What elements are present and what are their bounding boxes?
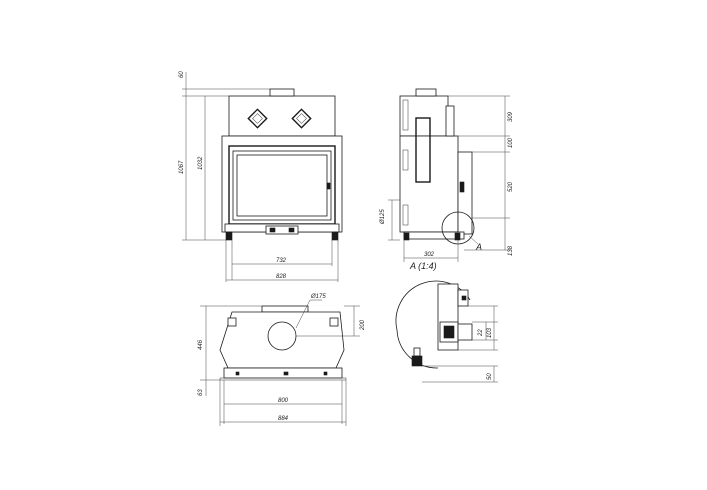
front-view: 60 1067 1032 732 828 [179,71,343,282]
side-dim-diameter: Ø125 [380,209,386,225]
side-dim-top-block: 309 [508,111,514,122]
front-hood [228,95,336,137]
detail-dim-floor: 50 [487,373,493,380]
front-foot-right [331,231,339,241]
side-dim-bottom: 138 [508,245,514,256]
detail-foot [411,355,423,367]
front-air-slider [265,225,299,235]
plan-view: Ø175 200 446 63 800 884 [198,294,366,426]
side-body [399,135,459,233]
front-body [221,135,343,233]
front-dim-door-height: 1032 [198,156,204,170]
side-dim-mid: 520 [508,181,514,192]
plan-dim-outer-width: 884 [278,416,289,422]
side-detail-marker: A [475,242,482,252]
front-door [232,150,332,221]
front-air-vent-left-icon [247,108,268,129]
plan-dim-depth: 446 [198,339,204,350]
plan-dim-duct: Ø175 [310,294,326,300]
side-dim-depth: 302 [424,252,435,258]
detail-view: 22 103 50 [395,280,498,383]
front-dimensions [182,72,339,282]
side-detail-label: A (1:4) [409,261,437,271]
front-dim-inner-width: 732 [276,258,287,264]
front-air-vent-right-icon [291,108,312,129]
plan-dim-offset: 200 [360,319,366,331]
detail-dim-small: 22 [478,329,484,337]
front-flue-collar [269,88,295,97]
side-dim-gap: 100 [508,137,514,148]
door-latch [326,182,331,190]
detail-dim-height: 103 [487,327,493,338]
front-dim-overall-height: 1067 [179,160,185,174]
side-door-profile [457,151,473,235]
front-foot-left [225,231,233,241]
detail-dimensions [422,305,498,383]
side-view: A 309 100 520 138 Ø125 302 A (1:4) [380,88,514,271]
plan-dimensions [200,299,360,426]
side-dimensions [388,95,510,262]
side-flue [415,88,437,97]
side-window [415,117,431,183]
front-dim-outer-width: 828 [276,274,287,280]
plan-dim-front: 63 [198,389,204,396]
front-dim-top: 60 [179,71,185,78]
plan-dim-inner-width: 800 [278,398,289,404]
plan-body [219,311,345,369]
